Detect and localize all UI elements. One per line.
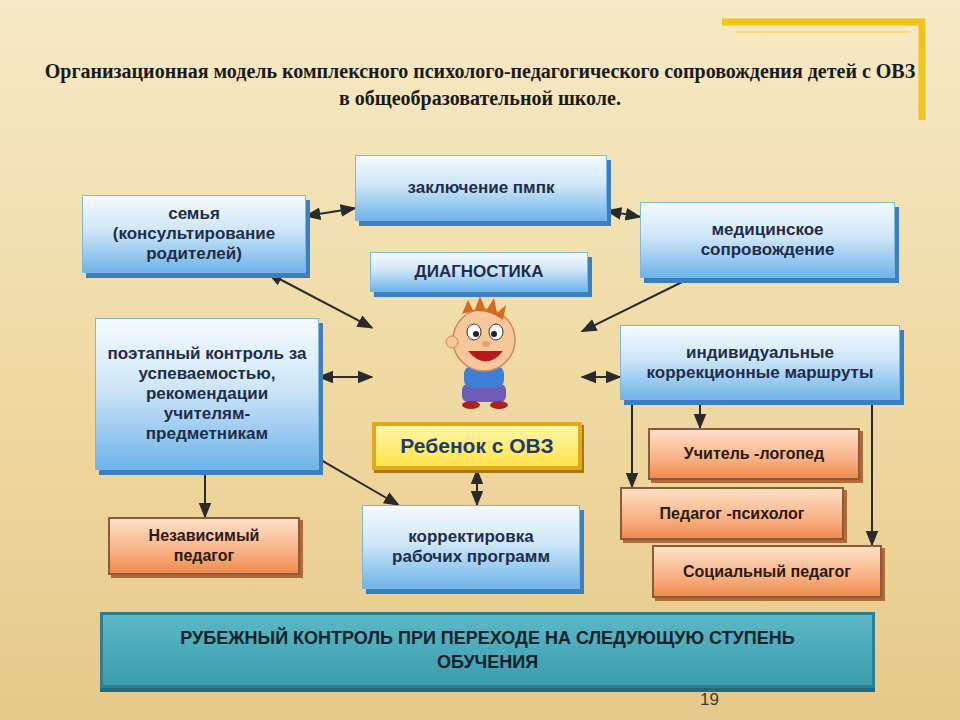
connector-arrow [631,400,633,487]
family-box: семья (консультирование родителей) [82,195,306,273]
connector-arrow [871,400,873,545]
control-box: поэтапный контроль за успеваемостью, рек… [95,318,319,470]
node-text: заключение пмпк [400,174,563,202]
child-ear [446,336,458,348]
child-eye [489,324,503,340]
diagnostics-box: ДИАГНОСТИКА [370,252,588,292]
node-text: индивидуальные коррекционные маршруты [621,339,899,387]
diagram-title: Организационная модель комплексного псих… [40,58,920,112]
child-figure [446,296,515,409]
control-band: РУБЕЖНЫЙ КОНТРОЛЬ ПРИ ПЕРЕХОДЕ НА СЛЕДУЮ… [100,612,875,688]
corner-line [735,31,910,33]
node-text: поэтапный контроль за успеваемостью, рек… [96,340,318,448]
child-node: Ребенок с ОВЗ [372,296,582,470]
child-pupil [491,331,497,337]
medical-box: медицинское сопровождение [640,202,895,278]
connector-arrow [319,376,372,378]
specialist-box: Педагог -психолог [620,487,844,540]
conclusion-box: заключение пмпк [355,155,607,221]
node-text: Ребенок с ОВЗ [372,422,582,470]
node-text: Учитель -логопед [676,440,832,468]
connector-arrow [204,470,206,517]
child-eye [467,324,481,340]
child-shoe [462,401,480,409]
child-nose [482,341,490,347]
node-text: ДИАГНОСТИКА [407,258,552,286]
page-number: 19 [700,690,719,710]
specialist-box: Социальный педагог [652,545,882,598]
node-text: Независимый педагог [110,522,298,570]
specialist-box: Учитель -логопед [648,428,860,480]
child-shoe [490,401,508,409]
node-text: Социальный педагог [675,558,859,586]
node-text: корректировка рабочих программ [363,523,579,571]
teacher-box: Независимый педагог [108,517,300,575]
programs-box: корректировка рабочих программ [362,505,580,589]
connector-arrow [607,211,640,217]
node-text: РУБЕЖНЫЙ КОНТРОЛЬ ПРИ ПЕРЕХОДЕ НА СЛЕДУЮ… [150,622,826,678]
connector-arrow [476,470,478,505]
node-text: семья (консультирование родителей) [83,200,305,268]
connector-arrow [582,278,690,331]
child-pupil [473,331,479,337]
connector-arrow [699,400,701,428]
node-text: Педагог -психолог [652,500,813,528]
connector-arrow [582,376,620,378]
routes-box: индивидуальные коррекционные маршруты [620,325,900,400]
child-hair [462,296,506,320]
node-text: медицинское сопровождение [641,216,894,264]
child-mouth [468,351,503,362]
connector-arrow [306,208,355,216]
child-head [453,309,515,371]
